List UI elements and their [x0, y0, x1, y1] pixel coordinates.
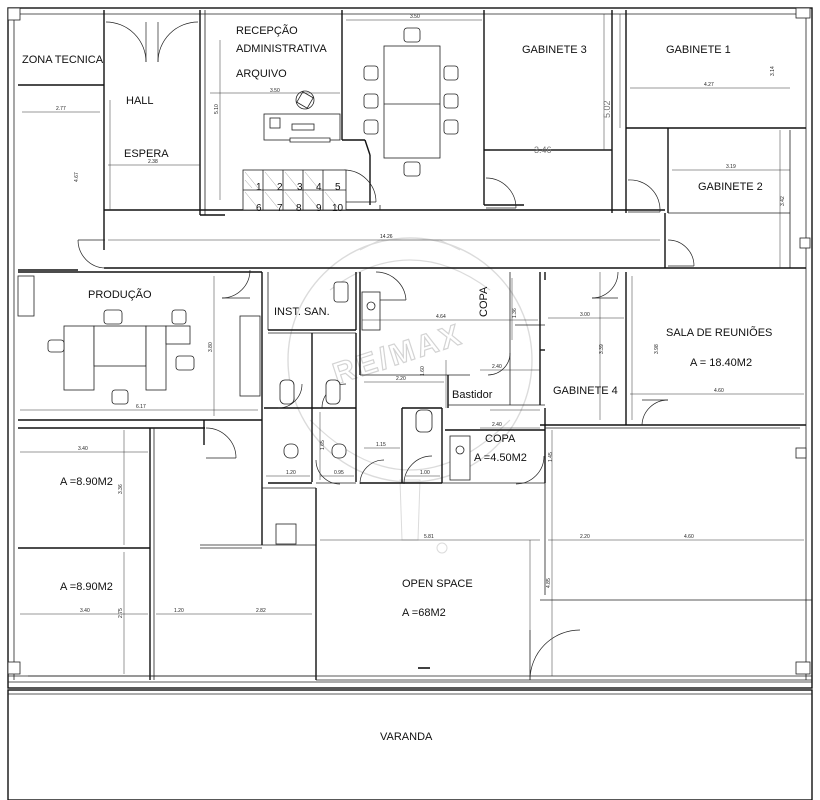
- dim-label: 2.40: [492, 422, 502, 428]
- room-label-gabinete-3: GABINETE 3: [522, 44, 587, 56]
- archive-number: 10: [332, 203, 344, 214]
- dim-label: 3.40: [80, 608, 90, 614]
- archive-number: 3: [297, 182, 303, 193]
- room-label-copa: COPA: [485, 433, 516, 445]
- room-label-inst-san: INST. SAN.: [274, 306, 330, 318]
- archive-number: 9: [316, 203, 322, 214]
- doors-lower: [205, 352, 669, 681]
- archive-number: 6: [256, 203, 262, 214]
- dim-label: 1.36: [512, 308, 518, 318]
- archive-number: 7: [277, 203, 283, 214]
- room-label-gabinete-2: GABINETE 2: [698, 181, 763, 193]
- dim-label: 3.00: [580, 312, 590, 318]
- dim-label: 1.60: [420, 366, 426, 376]
- dim-label: 3.98: [654, 344, 660, 354]
- room-area-sala-reunioes: A = 18.40M2: [690, 357, 752, 369]
- room-label-recepcao: RECEPÇÃO: [236, 24, 298, 37]
- dim-label: 14.26: [380, 234, 393, 240]
- dim-label: 3.36: [118, 484, 124, 494]
- room-label-copa-top: COPA: [478, 286, 490, 317]
- dim-label: 4.64: [436, 314, 446, 320]
- dim-label: 1.00: [420, 470, 430, 476]
- dim-label: 3.46: [534, 145, 552, 155]
- room-label-hall: HALL: [126, 95, 154, 107]
- dim-label: 2.75: [118, 608, 124, 618]
- room-area-office-b: A =8.90M2: [60, 581, 113, 593]
- dimension-labels: 3.50 3.50 5.10 2.77 4.67 2.38 4.27 3.14 …: [56, 14, 786, 618]
- room-area-open-space: A =68M2: [402, 607, 446, 619]
- room-labels: ZONA TECNICA HALL ESPERA RECEPÇÃO ADMINI…: [22, 24, 772, 743]
- dim-label: 4.27: [704, 82, 714, 88]
- room-label-bastidor: Bastidor: [452, 389, 493, 401]
- room-label-administrativa: ADMINISTRATIVA: [236, 43, 327, 55]
- watermark-logo: RE/MAX: [287, 237, 533, 554]
- room-area-office-a: A =8.90M2: [60, 476, 113, 488]
- dim-label: 4.60: [714, 388, 724, 394]
- dimension-lines: [20, 14, 804, 676]
- room-label-arquivo: ARQUIVO: [236, 68, 287, 80]
- doors-top: [77, 21, 695, 301]
- reception-desk: [263, 90, 341, 143]
- archive-numbers: 1 2 3 4 5 6 7 8 9 10: [256, 182, 344, 214]
- dim-label: 5.81: [424, 534, 434, 540]
- sanitary-fixtures: [275, 281, 471, 545]
- archive-shelving: [242, 169, 347, 211]
- archive-number: 5: [335, 182, 341, 193]
- archive-number: 1: [256, 182, 262, 193]
- dim-label: 3.40: [78, 446, 88, 452]
- room-label-varanda: VARANDA: [380, 731, 433, 743]
- dim-label: 5.02: [602, 100, 612, 118]
- dim-label: 1.45: [548, 452, 554, 462]
- dim-label: 2.38: [148, 159, 158, 165]
- room-label-gabinete-1: GABINETE 1: [666, 44, 731, 56]
- dim-label: 4.85: [546, 578, 552, 588]
- dim-label: 1.20: [286, 470, 296, 476]
- meeting-table: [363, 27, 459, 177]
- dim-label: 2.20: [396, 376, 406, 382]
- room-label-zona-tecnica: ZONA TECNICA: [22, 54, 104, 66]
- room-label-sala-reunioes: SALA DE REUNIÕES: [666, 326, 772, 339]
- production-desks: [17, 275, 261, 405]
- top-walls: [18, 10, 806, 271]
- room-label-producao: PRODUÇÃO: [88, 288, 152, 301]
- dim-label: 3.14: [770, 66, 776, 76]
- dim-label: 3.19: [726, 164, 736, 170]
- dim-label: 1.65: [320, 440, 326, 450]
- dim-label: 3.50: [270, 88, 280, 94]
- dim-label: 0.95: [334, 470, 344, 476]
- dim-label: 2.40: [492, 364, 502, 370]
- dim-label: 2.82: [256, 608, 266, 614]
- dim-label: 1.15: [376, 442, 386, 448]
- outer-walls: [7, 7, 813, 800]
- dim-label: 3.39: [599, 344, 605, 354]
- archive-number: 8: [296, 203, 302, 214]
- dim-label: 3.42: [780, 196, 786, 206]
- dim-label: 3.50: [410, 14, 420, 20]
- room-label-open-space: OPEN SPACE: [402, 578, 473, 590]
- room-area-copa: A =4.50M2: [474, 452, 527, 464]
- archive-number: 4: [316, 182, 322, 193]
- dim-label: 3.80: [208, 342, 214, 352]
- dim-label: 1.20: [174, 608, 184, 614]
- dim-label: 2.20: [580, 534, 590, 540]
- dim-label: 4.60: [684, 534, 694, 540]
- room-label-gabinete-4: GABINETE 4: [553, 385, 618, 397]
- dim-label: 4.67: [74, 172, 80, 182]
- dim-label: 5.10: [214, 104, 220, 114]
- dim-label: 2.77: [56, 106, 66, 112]
- dim-label: 6.17: [136, 404, 146, 410]
- room-label-espera: ESPERA: [124, 148, 169, 160]
- archive-number: 2: [277, 182, 283, 193]
